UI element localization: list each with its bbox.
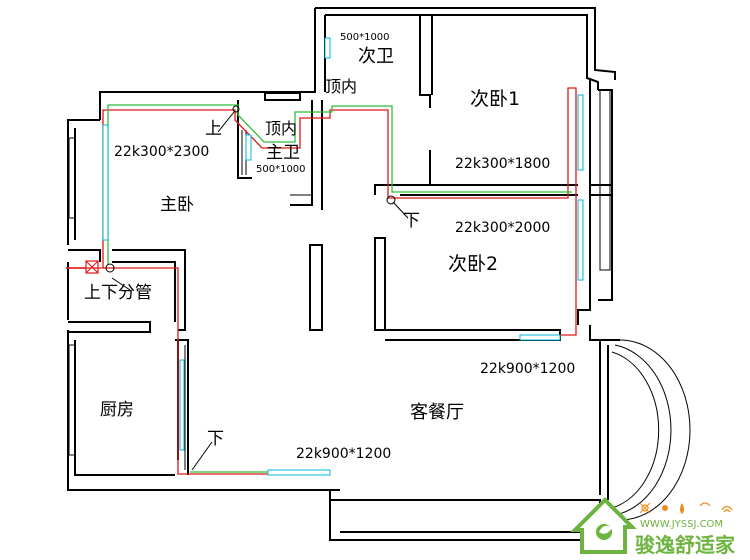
room-label-second-bedroom-1: 次卧1 — [470, 88, 520, 110]
room-label-kitchen: 厨房 — [100, 400, 134, 420]
radiator-second-bedroom-1 — [577, 94, 584, 171]
note-ceiling-inside-2: 顶内 — [265, 119, 297, 138]
heating-pipes — [66, 87, 577, 475]
radiator-label-second-bedroom-2: 22k300*2000 — [455, 220, 550, 236]
climate-icons — [639, 502, 733, 514]
note-down-2: 下 — [207, 429, 224, 449]
radiator-master-bedroom — [102, 124, 109, 241]
radiator-second-bath — [324, 37, 331, 59]
radiator-label-master-bedroom: 22k300*2300 — [114, 144, 209, 160]
house-leaf-icon — [570, 497, 637, 554]
radiator-living-right — [519, 334, 561, 341]
note-updown-manifold: 上下分管 — [84, 283, 152, 303]
room-label-master-bath: 主卫 — [266, 143, 300, 163]
radiator-label-second-bedroom-1: 22k300*1800 — [455, 156, 550, 172]
leader-lines — [111, 111, 409, 471]
radiator-master-bath — [245, 134, 252, 161]
room-label-second-bedroom-2: 次卧2 — [448, 253, 498, 275]
radiator-label-living-bottom: 22k900*1200 — [296, 446, 391, 462]
manifold-marker — [66, 105, 396, 274]
room-label-master-bedroom: 主卧 — [160, 195, 194, 215]
supply-pipe — [66, 87, 577, 336]
radiator-label-living-right: 22k900*1200 — [480, 361, 575, 377]
radiator-label-second-bath: 500*1000 — [340, 32, 390, 43]
logo-brand: 骏逸舒适家 — [635, 533, 736, 557]
logo-url: WWW.JYSSJ.COM — [640, 519, 723, 530]
note-down-1: 下 — [403, 211, 420, 231]
windows — [68, 89, 611, 456]
walls — [67, 7, 691, 541]
note-ceiling-inside-1: 顶内 — [325, 77, 357, 96]
room-label-second-bath: 次卫 — [358, 46, 394, 67]
radiator-second-bedroom-2 — [577, 199, 584, 281]
radiator-kitchen — [179, 359, 185, 451]
return-pipe — [107, 104, 572, 265]
brand-logo: WWW.JYSSJ.COM 骏逸舒适家 — [570, 497, 736, 557]
radiator-label-master-bath: 500*1000 — [256, 164, 306, 175]
room-label-living-dining: 客餐厅 — [410, 402, 464, 423]
radiator-living-bottom — [267, 469, 331, 476]
note-up: 上 — [205, 119, 222, 139]
radiators — [102, 37, 584, 476]
